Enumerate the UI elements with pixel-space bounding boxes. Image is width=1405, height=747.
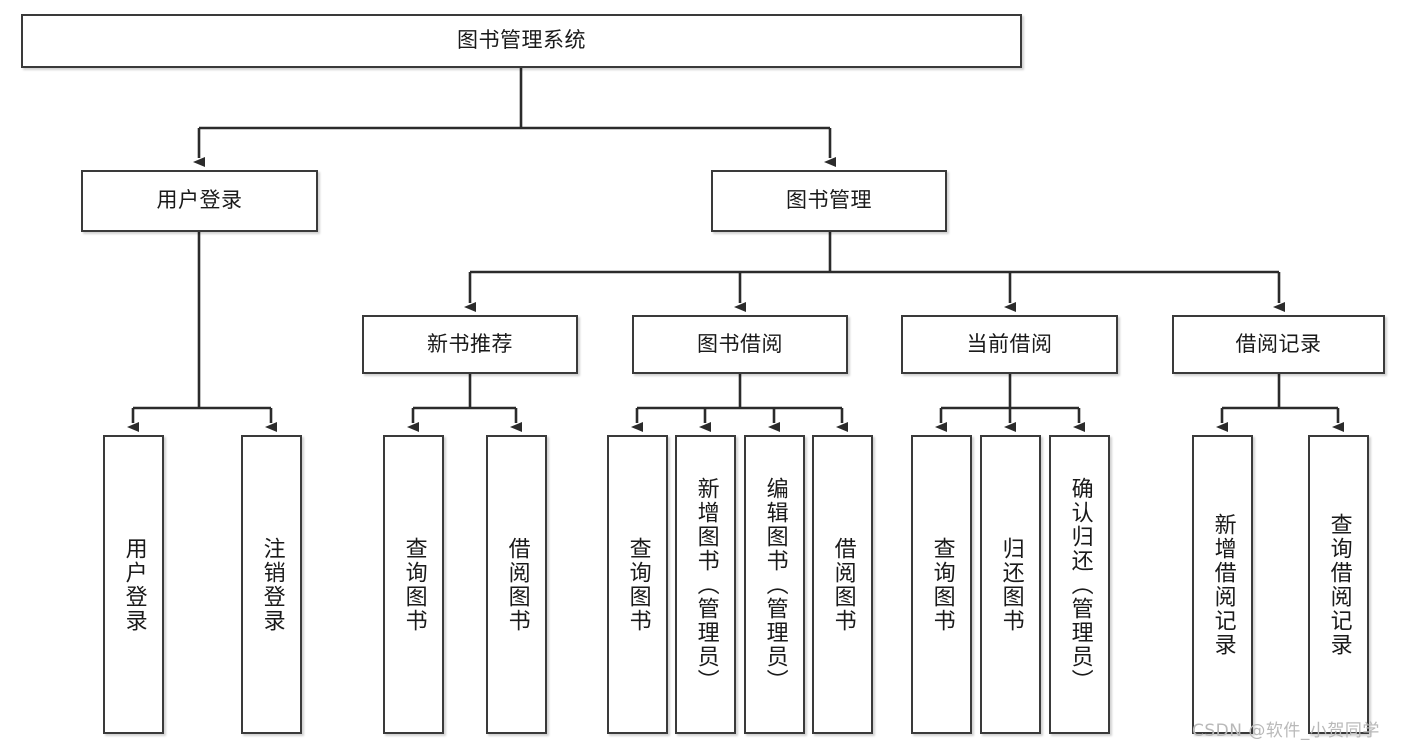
csdn-watermark: CSDN @软件_小贺同学 [1192,721,1380,741]
leaf-borrow-edit-book-label: 编辑图书（管理员） [762,476,788,693]
leaf-borrow-borrow-book-label: 借阅图书 [830,536,856,633]
leaf-record-query-label: 查询借阅记录 [1326,512,1352,657]
leaf-record-query[interactable]: 查询借阅记录 [1308,435,1369,734]
leaf-user-login[interactable]: 用户登录 [103,435,164,734]
leaf-current-query-book-label: 查询图书 [929,536,955,633]
leaf-current-return-book-label: 归还图书 [998,536,1024,633]
leaf-recommend-borrow-book[interactable]: 借阅图书 [486,435,547,734]
leaf-borrow-query-book-label: 查询图书 [625,536,651,633]
leaf-current-confirm-return[interactable]: 确认归还（管理员） [1049,435,1110,734]
node-borrow-record-label: 借阅记录 [1235,331,1322,356]
node-book-borrow[interactable]: 图书借阅 [632,315,848,374]
node-root-label: 图书管理系统 [457,28,586,53]
node-user-login-label: 用户登录 [156,188,243,213]
leaf-current-return-book[interactable]: 归还图书 [980,435,1041,734]
leaf-record-add-label: 新增借阅记录 [1210,512,1236,657]
node-new-book-recommend[interactable]: 新书推荐 [362,315,578,374]
node-current-borrow[interactable]: 当前借阅 [901,315,1118,374]
leaf-recommend-borrow-book-label: 借阅图书 [504,536,530,633]
leaf-user-logout-label: 注销登录 [259,536,285,633]
leaf-record-add[interactable]: 新增借阅记录 [1192,435,1253,734]
leaf-borrow-add-book-label: 新增图书（管理员） [693,476,719,693]
node-book-management-label: 图书管理 [786,188,872,213]
node-book-management[interactable]: 图书管理 [711,170,947,232]
leaf-recommend-query-book-label: 查询图书 [401,536,427,633]
leaf-current-confirm-return-label: 确认归还（管理员） [1067,476,1093,693]
leaf-recommend-query-book[interactable]: 查询图书 [383,435,444,734]
node-root[interactable]: 图书管理系统 [21,14,1022,68]
leaf-user-logout[interactable]: 注销登录 [241,435,302,734]
node-borrow-record[interactable]: 借阅记录 [1172,315,1385,374]
leaf-current-query-book[interactable]: 查询图书 [911,435,972,734]
leaf-borrow-edit-book[interactable]: 编辑图书（管理员） [744,435,805,734]
node-book-borrow-label: 图书借阅 [697,331,783,356]
node-new-book-recommend-label: 新书推荐 [427,331,513,356]
node-user-login[interactable]: 用户登录 [81,170,318,232]
leaf-borrow-add-book[interactable]: 新增图书（管理员） [675,435,736,734]
node-current-borrow-label: 当前借阅 [966,331,1053,356]
leaf-user-login-label: 用户登录 [121,536,147,633]
leaf-borrow-query-book[interactable]: 查询图书 [607,435,668,734]
leaf-borrow-borrow-book[interactable]: 借阅图书 [812,435,873,734]
